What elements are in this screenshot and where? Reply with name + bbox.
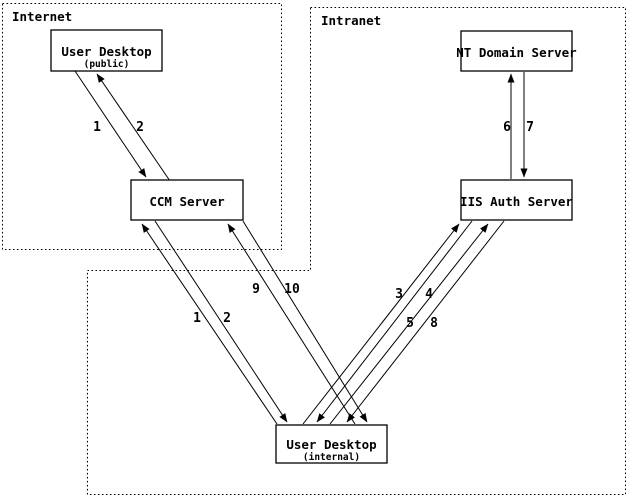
node-nt-domain-server-box (460, 30, 573, 72)
node-user-desktop-public-title: User Desktop (61, 44, 151, 59)
arrow-label-2-internal: 2 (223, 311, 231, 326)
arrow-label-3: 3 (395, 287, 403, 302)
node-ccm-server-box (130, 179, 244, 221)
node-user-desktop-public-subtitle: (public) (84, 59, 130, 70)
node-iis-auth-server: IIS Auth Server (460, 179, 573, 221)
internet-zone-frame (2, 3, 282, 250)
node-user-desktop-internal-box (275, 424, 388, 464)
arrow-10-ccm-to-internal-desktop (242, 220, 368, 423)
arrow-label-4: 4 (425, 287, 433, 302)
node-user-desktop-internal-subtitle: (internal) (303, 452, 360, 463)
arrow-label-7: 7 (526, 120, 534, 135)
arrow-3-internal-desktop-to-iis (302, 223, 460, 425)
arrow-1-public-desktop-to-ccm (74, 70, 147, 178)
arrow-2-ccm-to-internal-desktop (154, 220, 288, 423)
node-ccm-server-title: CCM Server (149, 194, 225, 209)
arrow-9-internal-desktop-to-ccm (227, 223, 356, 425)
arrow-label-5: 5 (406, 316, 414, 331)
node-user-desktop-public: User Desktop (public) (50, 29, 163, 72)
arrow-label-8: 8 (430, 316, 438, 331)
node-nt-domain-server-title: NT Domain Server (456, 45, 577, 60)
arrow-4-iis-to-internal-desktop (316, 220, 473, 423)
arrow-label-10: 10 (284, 282, 300, 297)
arrow-label-1-public: 1 (93, 120, 101, 135)
arrow-label-1-internal: 1 (193, 311, 201, 326)
arrow-2-ccm-to-public-desktop (96, 73, 171, 182)
arrow-8-iis-to-internal-desktop (346, 220, 505, 423)
arrow-label-6: 6 (503, 120, 511, 135)
node-ccm-server: CCM Server (130, 179, 244, 221)
node-iis-auth-server-title: IIS Auth Server (460, 194, 573, 209)
node-user-desktop-public-box (50, 29, 163, 72)
internet-zone-label: Internet (12, 9, 72, 24)
arrow-5-internal-desktop-to-iis (329, 223, 489, 425)
arrow-label-9: 9 (252, 282, 260, 297)
arrow-1-internal-desktop-to-ccm (141, 223, 278, 425)
node-user-desktop-internal-title: User Desktop (286, 437, 376, 452)
intranet-zone-frame (87, 7, 626, 495)
node-nt-domain-server: NT Domain Server (456, 30, 577, 72)
node-iis-auth-server-box (460, 179, 573, 221)
arrow-label-2-public: 2 (136, 120, 144, 135)
intranet-zone-label: Intranet (321, 13, 381, 28)
node-user-desktop-internal: User Desktop (internal) (275, 424, 388, 464)
